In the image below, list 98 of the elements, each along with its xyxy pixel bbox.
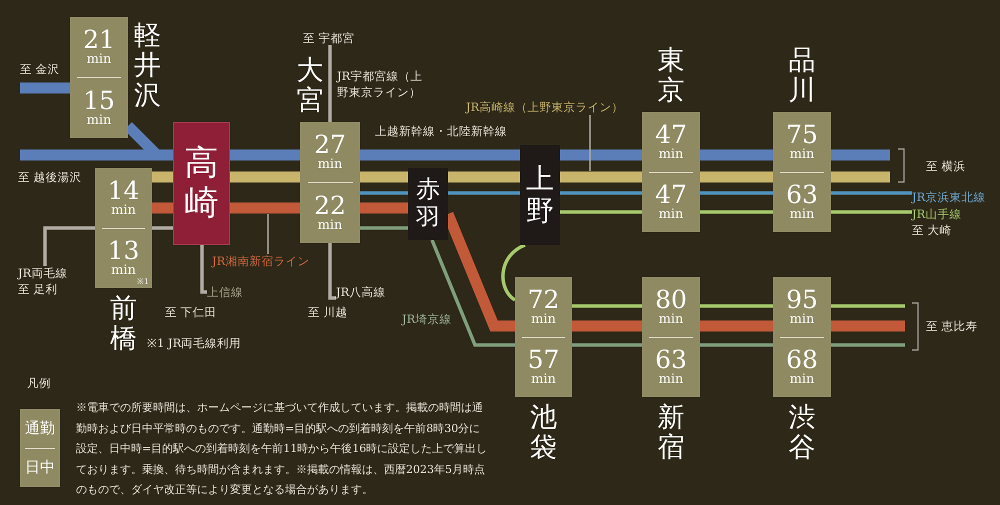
rail-line xyxy=(700,172,773,182)
rail-line xyxy=(700,191,773,195)
rail-line xyxy=(700,320,773,332)
travel-time: 14 min xyxy=(106,178,140,218)
rail-line xyxy=(831,172,890,182)
rail-line xyxy=(700,210,773,214)
travel-time: 80 min xyxy=(654,286,688,327)
travel-time: 15 min xyxy=(82,88,116,128)
rail-line xyxy=(831,343,905,347)
rail-line xyxy=(560,172,642,182)
station-name: 前橋 xyxy=(110,294,137,354)
rail-line xyxy=(230,202,300,214)
rail-line xyxy=(572,304,642,308)
leader-line xyxy=(589,115,591,171)
rail-line xyxy=(360,226,408,230)
station-name: 品川 xyxy=(788,46,816,106)
line-name: JR京浜東北線 xyxy=(912,190,986,205)
travel-time: 57 min xyxy=(526,347,560,388)
rail-line xyxy=(43,226,95,266)
destination-label: 至 下仁田 xyxy=(165,305,217,320)
rail-line xyxy=(152,172,173,182)
travel-time: 27 min xyxy=(313,132,347,172)
rail-line xyxy=(448,191,520,195)
travel-time: 95 min xyxy=(785,286,819,327)
rail-line xyxy=(572,320,642,332)
travel-time: 13 min xyxy=(106,238,140,278)
station-name: 池袋 xyxy=(530,403,557,463)
destination-label: 至 川越 xyxy=(308,305,348,320)
rail-line xyxy=(572,343,642,347)
travel-time: 68 min xyxy=(785,347,819,388)
line-name: 上信線 xyxy=(207,285,243,300)
station-box xyxy=(408,168,448,240)
rail-line xyxy=(230,172,300,182)
footnote: ※1 JR両毛線利用 xyxy=(147,335,242,351)
line-name: JR埼京線 xyxy=(402,312,452,327)
station-name: 渋谷 xyxy=(788,403,816,463)
line-name: JR宇都宮線（上野東京ライン） xyxy=(337,68,424,100)
rail-line xyxy=(831,320,905,332)
rail-line xyxy=(831,210,912,214)
destination-label: 至 大崎 xyxy=(912,223,952,238)
rail-line xyxy=(360,191,408,195)
note-text: ※電車での所要時間は、ホームページに基づいて作成しています。掲載の時間は通勤時および日中平常時のものです。通勤時=目的駅への到着時刻を午前8時30分に設定、日中時=目的駅への到着時刻を午前11時から午後16時に設定した上で算出しております。乗換、待ち時間が含まれます。※掲載の情報は、西暦2023年5月時点のもので、ダイヤ改正等により変更となる場合があります。 xyxy=(76,400,488,498)
line-name: 至 宇都宮 xyxy=(303,31,355,46)
rail-line xyxy=(152,202,173,214)
travel-time: 63 min xyxy=(785,182,819,222)
line-name: JR八高線 xyxy=(336,285,386,300)
station-name: 上野 xyxy=(526,162,554,228)
rail-line xyxy=(360,202,408,214)
rail-line xyxy=(328,243,336,300)
station-name: 東京 xyxy=(658,46,684,106)
station-name: 高崎 xyxy=(184,144,218,223)
rail-line xyxy=(700,150,773,160)
rail-line xyxy=(560,191,642,195)
rail-line xyxy=(700,343,773,347)
line-name: JR山手線 xyxy=(912,207,962,222)
rail-line xyxy=(230,150,300,160)
rail-line xyxy=(200,245,207,294)
travel-time: 21 min xyxy=(82,27,116,67)
rail-line xyxy=(560,150,642,160)
destination-label: 至 足利 xyxy=(18,282,58,297)
rail-line xyxy=(360,172,408,182)
travel-time: 47 min xyxy=(654,122,688,162)
leader-line xyxy=(267,214,269,254)
destination-label: 至 横浜 xyxy=(926,159,966,174)
station-box xyxy=(520,145,560,245)
travel-time: 47 min xyxy=(654,182,688,222)
destination-label: 至 金沢 xyxy=(20,62,60,77)
station-name: 大宮 xyxy=(296,56,324,116)
rail-line xyxy=(152,226,173,230)
station-name: 赤羽 xyxy=(416,176,440,232)
rail-line xyxy=(430,239,515,347)
travel-time: 22 min xyxy=(313,193,347,233)
destination-label: 至 恵比寿 xyxy=(926,319,978,334)
rail-line xyxy=(560,210,642,214)
line-name: JR両毛線 xyxy=(18,266,68,281)
rail-line xyxy=(501,243,526,302)
rail-line xyxy=(360,150,520,160)
destination-label: 至 越後湯沢 xyxy=(18,170,82,185)
rail-line xyxy=(700,304,773,308)
rail-line xyxy=(448,172,520,182)
travel-time: 63 min xyxy=(654,347,688,388)
line-name: JR湘南新宿ライン xyxy=(212,254,310,269)
station-name: 軽井沢 xyxy=(134,21,161,111)
station-box xyxy=(173,122,230,245)
legend-text: 日中 xyxy=(25,458,55,478)
footnote-mark: ※1 xyxy=(136,276,149,286)
legend-title: 凡例 xyxy=(27,376,51,391)
station-name: 新宿 xyxy=(658,403,684,463)
rail-line xyxy=(831,191,912,195)
rail-line xyxy=(831,304,905,308)
rail-line xyxy=(831,150,890,160)
legend-text: 通勤 xyxy=(25,418,55,438)
rail-line xyxy=(20,82,70,94)
rail-line xyxy=(328,43,332,122)
line-name: 上越新幹線・北陸新幹線 xyxy=(375,124,507,139)
travel-time: 75 min xyxy=(785,122,819,162)
travel-time: 72 min xyxy=(526,286,560,327)
line-name: JR高崎線（上野東京ライン） xyxy=(466,100,624,115)
